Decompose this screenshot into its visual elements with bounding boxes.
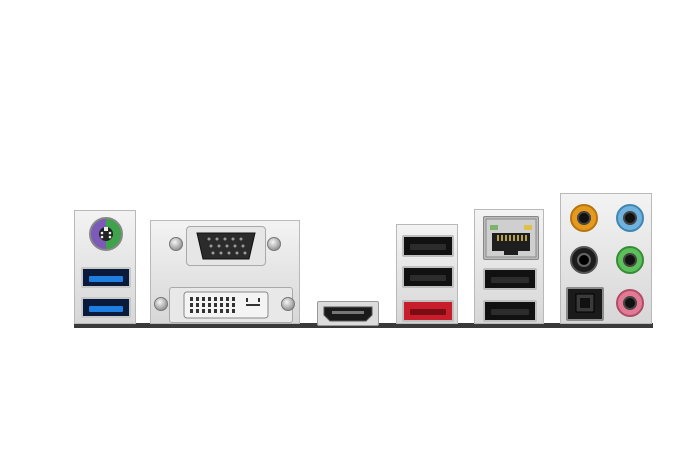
rj45-icon xyxy=(485,218,537,258)
ps2-icon xyxy=(99,227,113,241)
hdmi-icon xyxy=(323,306,373,322)
screw-icon xyxy=(169,237,183,251)
ethernet-port[interactable] xyxy=(483,216,539,260)
audio-jack-icon xyxy=(577,211,591,225)
usb2-port[interactable] xyxy=(402,235,454,257)
lan-usb-bracket xyxy=(474,209,544,324)
usb2-port[interactable] xyxy=(483,300,537,322)
audio-jack-icon xyxy=(623,296,637,310)
usb-icon xyxy=(491,309,529,315)
usb3-port[interactable] xyxy=(81,267,131,288)
audio-jack-black[interactable] xyxy=(570,246,598,274)
dvi-port[interactable] xyxy=(169,287,293,323)
usb-icon xyxy=(89,276,123,282)
hdmi-port[interactable] xyxy=(317,301,379,326)
usb3-port[interactable] xyxy=(81,297,131,318)
ps2-combo-port[interactable] xyxy=(89,217,123,251)
usb2-port[interactable] xyxy=(402,266,454,288)
audio-jack-orange[interactable] xyxy=(570,204,598,232)
vga-icon xyxy=(196,232,256,260)
audio-jack-icon xyxy=(623,253,637,267)
usb2-port[interactable] xyxy=(483,268,537,290)
screw-icon xyxy=(267,237,281,251)
vga-port[interactable] xyxy=(186,226,266,266)
audio-jack-blue[interactable] xyxy=(616,204,644,232)
screw-icon xyxy=(154,297,168,311)
dvi-icon xyxy=(183,291,269,319)
optical-spdif-port[interactable] xyxy=(566,287,604,321)
screw-icon xyxy=(281,297,295,311)
audio-jack-green[interactable] xyxy=(616,246,644,274)
audio-bracket xyxy=(560,193,652,324)
ps2-usb3-bracket xyxy=(74,210,136,324)
esata-port[interactable] xyxy=(402,300,454,322)
toslink-icon xyxy=(575,293,595,313)
usb-icon xyxy=(410,244,446,250)
video-bracket xyxy=(150,220,300,324)
esata-icon xyxy=(410,309,446,315)
usb-icon xyxy=(89,306,123,312)
audio-jack-icon xyxy=(623,211,637,225)
audio-jack-icon xyxy=(577,253,591,267)
audio-jack-pink[interactable] xyxy=(616,289,644,317)
usb-esata-bracket xyxy=(396,224,458,324)
usb-icon xyxy=(491,277,529,283)
usb-icon xyxy=(410,275,446,281)
